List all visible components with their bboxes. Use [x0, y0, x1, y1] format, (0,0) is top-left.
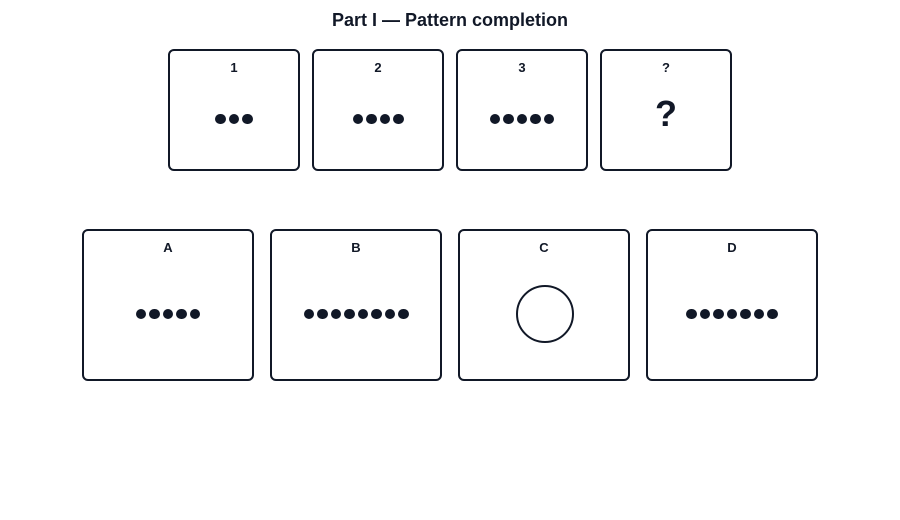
dot	[767, 308, 778, 320]
dot-row	[648, 308, 816, 320]
dot-row	[170, 113, 298, 125]
dot	[242, 113, 253, 125]
sequence-panel-label: 2	[374, 60, 382, 75]
dot	[149, 308, 160, 320]
dot	[366, 113, 377, 125]
circle-shape	[516, 285, 574, 343]
dot	[713, 308, 724, 320]
dot	[162, 308, 174, 320]
dot	[317, 308, 328, 320]
dot-row	[84, 308, 252, 320]
sequence-panel-label: ?	[662, 60, 670, 75]
dot	[228, 113, 240, 125]
dot	[398, 308, 409, 320]
option-label: D	[727, 240, 737, 255]
dot-row	[272, 308, 440, 320]
sequence-panel-missing: ? ?	[600, 49, 732, 171]
option-d[interactable]: D	[646, 229, 818, 381]
dot	[503, 113, 514, 125]
dot	[357, 308, 368, 320]
dot	[176, 308, 187, 320]
sequence-panel-2: 2	[312, 49, 444, 171]
dot	[516, 113, 528, 125]
dot-row	[458, 113, 586, 125]
dot	[215, 113, 226, 125]
dot	[344, 308, 355, 320]
dot	[303, 308, 314, 320]
dot	[686, 308, 697, 320]
option-label: B	[351, 240, 361, 255]
sequence-panel-1: 1	[168, 49, 300, 171]
sequence-panel-3: 3	[456, 49, 588, 171]
dot	[530, 113, 541, 125]
option-c[interactable]: C	[458, 229, 630, 381]
dot-row	[314, 113, 442, 125]
dot	[393, 113, 404, 125]
option-b[interactable]: B	[270, 229, 442, 381]
question-mark-glyph: ?	[655, 93, 677, 134]
dot	[135, 308, 147, 320]
dot	[753, 308, 765, 320]
sequence-panel-label: 1	[230, 60, 238, 75]
dot	[371, 308, 382, 320]
sequence-panel-label: 3	[518, 60, 526, 75]
dot	[726, 308, 738, 320]
dot	[330, 308, 341, 320]
dot	[352, 113, 363, 125]
dot	[740, 308, 751, 320]
dot	[489, 113, 501, 125]
option-label: C	[539, 240, 549, 255]
page-title: Part I — Pattern completion	[331, 10, 569, 30]
option-label: A	[163, 240, 173, 255]
dot	[379, 113, 390, 125]
dot	[699, 308, 711, 320]
dot	[384, 308, 395, 320]
dot	[189, 308, 201, 320]
dot	[543, 113, 555, 125]
option-a[interactable]: A	[82, 229, 254, 381]
